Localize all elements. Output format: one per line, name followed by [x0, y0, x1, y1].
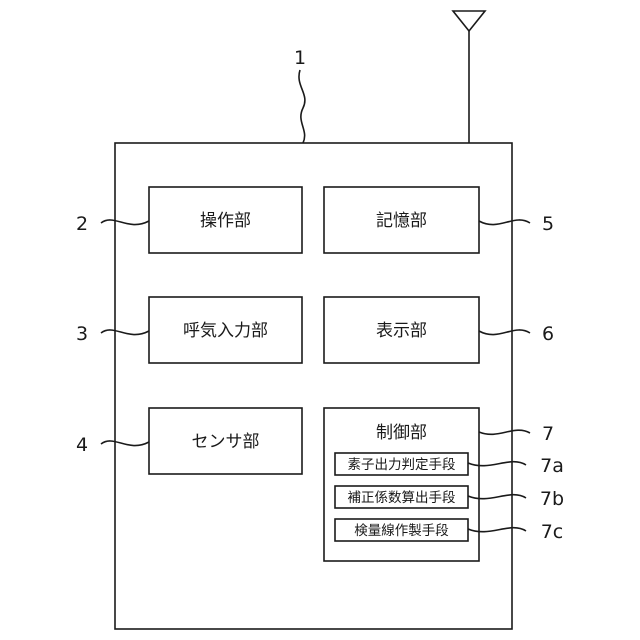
- correction-coefficient-ref-label: 7b: [540, 488, 564, 510]
- sensor-ref-label: 4: [76, 434, 88, 456]
- element-output-judgment-label: 素子出力判定手段: [348, 457, 456, 473]
- calibration-curve-label: 検量線作製手段: [354, 523, 449, 539]
- calibration-curve-ref-label: 7c: [541, 521, 564, 543]
- control-block-label: 制御部: [376, 423, 427, 443]
- breath-input-block-label: 呼気入力部: [183, 321, 268, 341]
- display-block-label: 表示部: [376, 321, 427, 341]
- correction-coefficient-label: 補正係数算出手段: [348, 490, 456, 506]
- sensor-block-label: センサ部: [192, 432, 260, 452]
- breath-input-ref-label: 3: [76, 323, 88, 345]
- display-ref-label: 6: [542, 323, 554, 345]
- operation-block-label: 操作部: [200, 211, 251, 231]
- device-ref-label: 1: [294, 47, 306, 69]
- operation-ref-label: 2: [76, 213, 88, 235]
- antenna-icon: [453, 11, 485, 143]
- storage-ref-label: 5: [542, 213, 554, 235]
- storage-block-label: 記憶部: [376, 211, 427, 231]
- device-leader-line: [299, 70, 305, 143]
- element-output-judgment-ref-label: 7a: [540, 455, 564, 477]
- control-ref-label: 7: [542, 423, 554, 445]
